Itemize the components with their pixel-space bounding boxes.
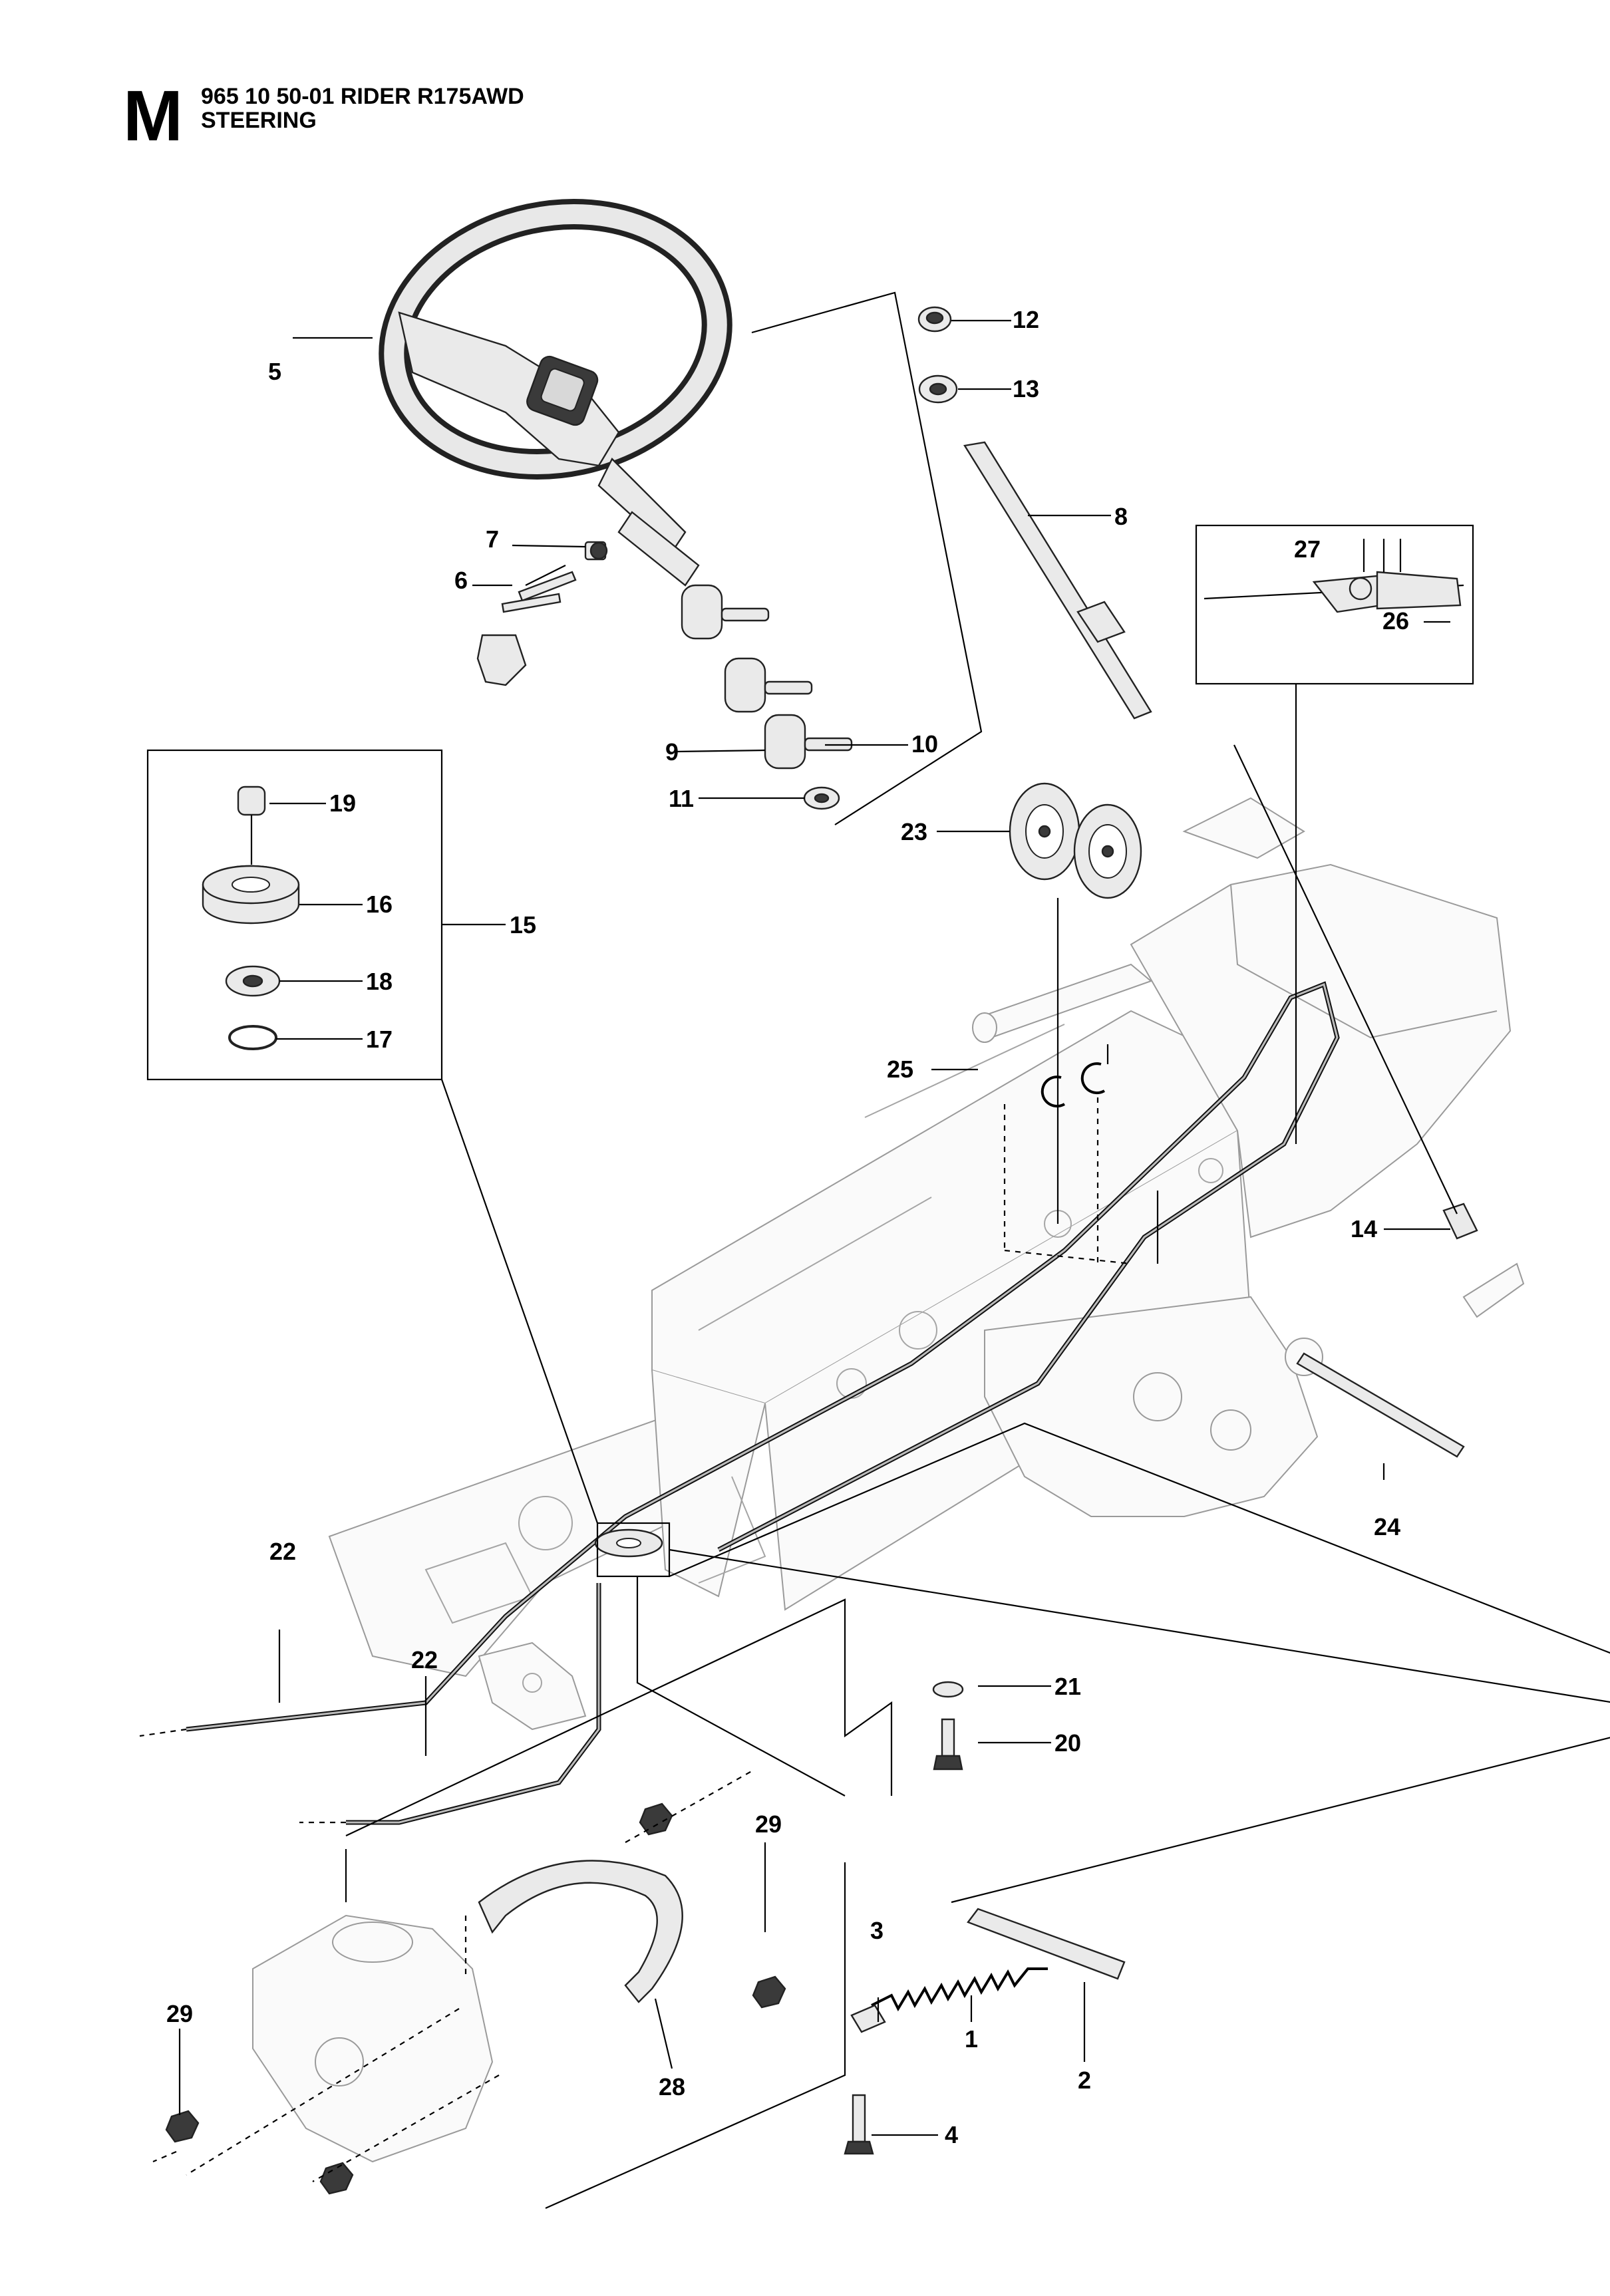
callout-26: 26 bbox=[1382, 607, 1409, 635]
callout-23: 23 bbox=[901, 818, 927, 845]
callout-16: 16 bbox=[366, 891, 393, 918]
callout-21: 21 bbox=[1054, 1673, 1081, 1700]
callout-18: 18 bbox=[366, 968, 393, 995]
pivot-bolt bbox=[1233, 744, 1478, 1240]
leader-lines bbox=[139, 291, 1610, 2210]
callout-29-upper: 29 bbox=[755, 1810, 782, 1838]
chassis-frame bbox=[328, 797, 1525, 1731]
callout-22-left: 22 bbox=[269, 1538, 296, 1565]
callout-5: 5 bbox=[268, 358, 281, 385]
callout-6: 6 bbox=[454, 567, 468, 594]
callout-9: 9 bbox=[665, 738, 679, 766]
axle-pin bbox=[1296, 1352, 1465, 1458]
callout-25: 25 bbox=[887, 1056, 913, 1083]
pulley-assembly bbox=[202, 786, 663, 1558]
callout-labels: 5 7 6 9 10 11 12 13 8 27 26 23 25 14 24 … bbox=[166, 306, 1409, 2148]
steering-wheel bbox=[379, 199, 732, 587]
steering-couplings bbox=[681, 584, 853, 810]
callout-24: 24 bbox=[1374, 1513, 1400, 1540]
callout-13: 13 bbox=[1013, 375, 1039, 402]
steering-cable bbox=[186, 981, 1340, 1825]
steering-shaft bbox=[917, 306, 1152, 720]
callout-22-lower: 22 bbox=[411, 1646, 438, 1673]
callout-14: 14 bbox=[1351, 1215, 1377, 1242]
callout-3: 3 bbox=[870, 1917, 884, 1944]
callout-17: 17 bbox=[366, 1026, 393, 1053]
callout-7: 7 bbox=[486, 525, 499, 553]
callout-8: 8 bbox=[1114, 503, 1128, 530]
callout-15: 15 bbox=[510, 911, 536, 938]
callout-27: 27 bbox=[1294, 535, 1321, 563]
callout-28: 28 bbox=[659, 2073, 685, 2100]
return-spring-hardware bbox=[844, 1681, 1126, 2155]
callout-12: 12 bbox=[1013, 306, 1039, 333]
pulleys bbox=[1009, 782, 1142, 899]
callout-20: 20 bbox=[1054, 1729, 1081, 1757]
steering-hub-hardware bbox=[476, 541, 608, 686]
callout-29-left: 29 bbox=[166, 2000, 193, 2027]
callout-11: 11 bbox=[669, 785, 694, 812]
callout-1: 1 bbox=[965, 2025, 978, 2053]
steering-gear-housing bbox=[165, 1802, 786, 2195]
callout-4: 4 bbox=[945, 2121, 958, 2148]
callout-2: 2 bbox=[1078, 2067, 1091, 2094]
section-title: STEERING bbox=[201, 108, 317, 133]
callout-10: 10 bbox=[911, 730, 938, 758]
cable-clamp-detail bbox=[1204, 571, 1464, 613]
model-code: 965 10 50-01 RIDER R175AWD bbox=[201, 84, 524, 109]
e-clips bbox=[1041, 1062, 1106, 1108]
section-letter: M bbox=[123, 75, 183, 156]
callout-19: 19 bbox=[329, 789, 356, 817]
